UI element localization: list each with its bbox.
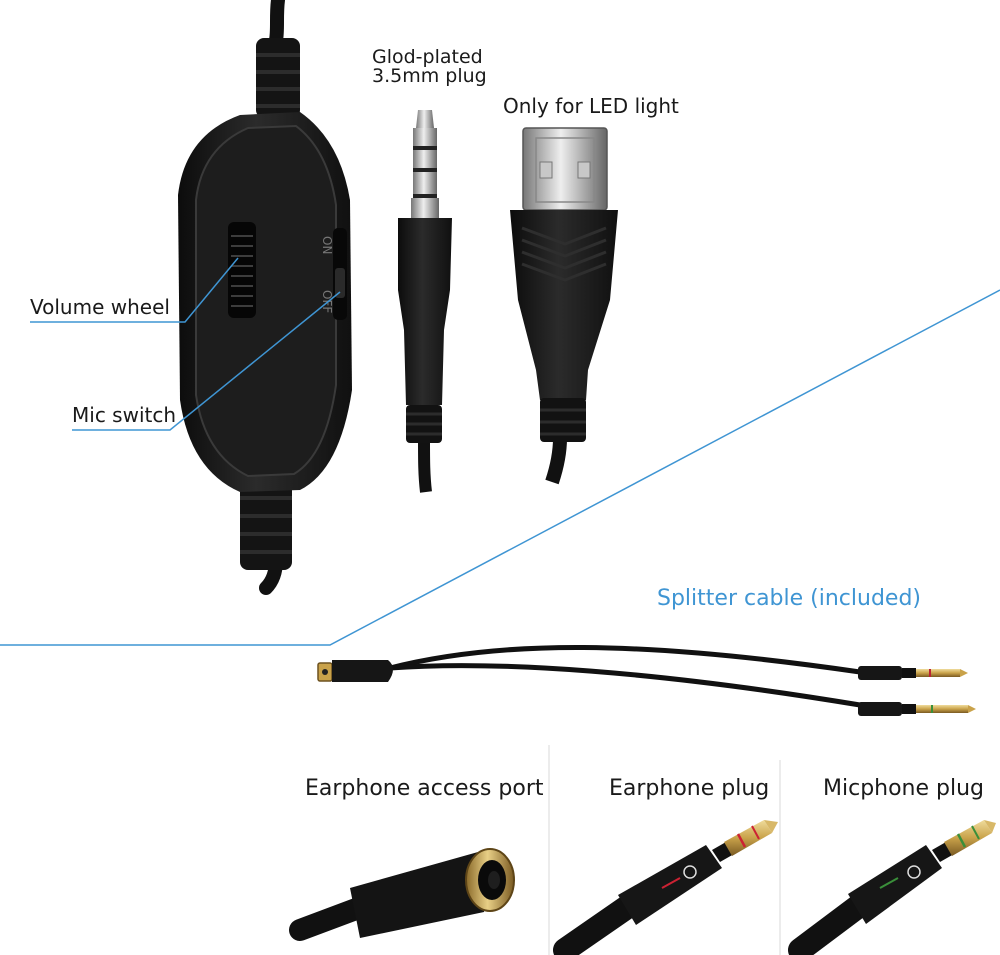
usb-plug — [510, 127, 618, 485]
splitter-cable — [317, 645, 976, 716]
splitter-label: Splitter cable (included) — [657, 586, 921, 611]
earphone-plug-closeup — [553, 820, 778, 955]
audio-plug — [398, 110, 452, 493]
earphone-port-label: Earphone access port — [305, 776, 544, 801]
splitter-plug-bottom — [858, 702, 902, 716]
plug-label-line1: Glod-plated — [372, 46, 483, 68]
mic-switch-label: Mic switch — [72, 403, 177, 427]
earphone-plug-label: Earphone plug — [609, 776, 770, 801]
switch-on-label: ON — [320, 236, 334, 254]
volume-wheel-label: Volume wheel — [30, 295, 170, 319]
usb-label: Only for LED light — [503, 94, 679, 118]
inline-controller: ON OFF — [178, 0, 352, 595]
earphone-port-closeup — [289, 848, 515, 941]
micphone-plug-label: Micphone plug — [823, 776, 985, 801]
strain-relief-top — [256, 38, 300, 118]
callout-lines — [0, 257, 1000, 646]
splitter-plug-top — [858, 666, 902, 680]
plug-label-line2: 3.5mm plug — [372, 65, 487, 87]
usb-housing — [510, 210, 618, 400]
plug-housing — [398, 218, 452, 405]
micphone-plug-closeup — [788, 820, 996, 955]
panel-dividers — [548, 745, 781, 955]
splitter-jack — [332, 660, 393, 682]
strain-relief-bottom — [240, 478, 292, 570]
